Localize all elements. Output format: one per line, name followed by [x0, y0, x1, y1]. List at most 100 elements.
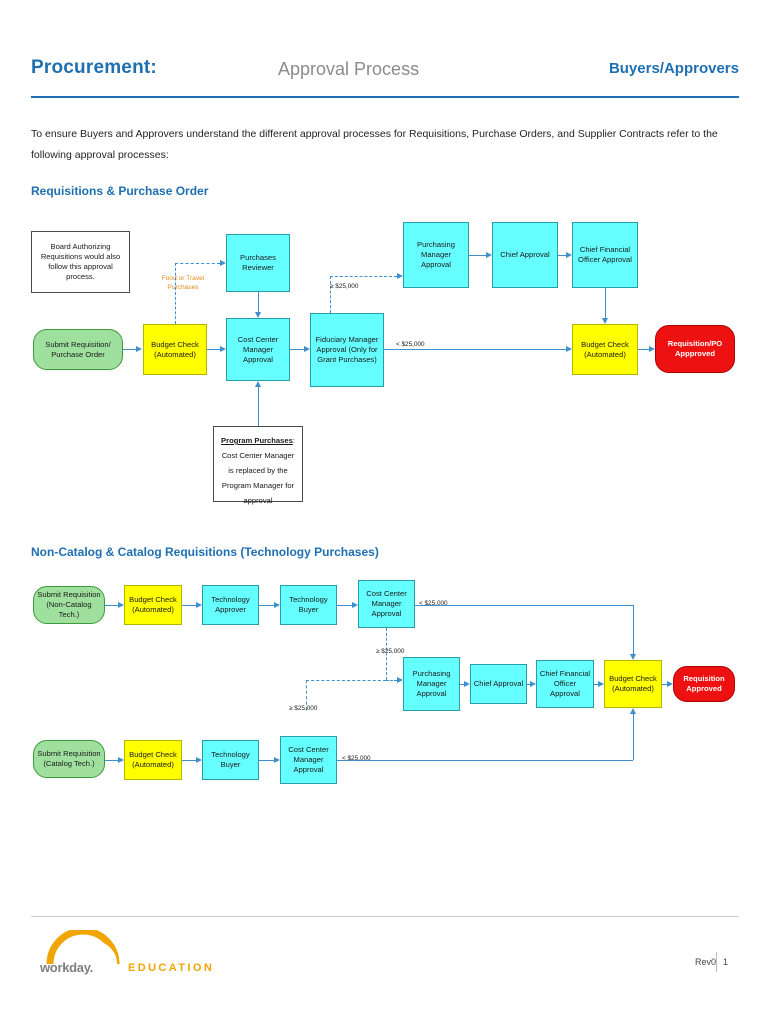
page-number-divider: [716, 952, 717, 972]
arrow-pm-to-chief-2: [464, 680, 470, 687]
connector-cfo-to-budget2: [605, 288, 606, 318]
arrow-cfo-to-final: [598, 680, 604, 687]
connector-techapprover-to-techbuyer: [259, 605, 274, 606]
connector-reviewer-to-ccm: [258, 292, 259, 312]
connector-final-to-approved: [662, 684, 667, 685]
arrow-submit-to-budget1: [136, 345, 142, 352]
node-technology-buyer-1[interactable]: Technology Buyer: [280, 585, 337, 625]
node-submit-requisition-po[interactable]: Submit Requisition/ Purchase Order: [33, 329, 123, 370]
connector-chief-to-cfo: [558, 255, 566, 256]
arrow-budgetc-to-techbuyer2: [196, 756, 202, 763]
arrow-techbuyer2-to-ccm2: [274, 756, 280, 763]
arrow-program-note-to-ccm: [254, 381, 261, 387]
node-budget-check-final[interactable]: Budget Check (Automated): [604, 660, 662, 708]
node-purchasing-manager-approval[interactable]: Purchasing Manager Approval: [403, 222, 469, 288]
arrow-budgetn-to-techapprover: [196, 601, 202, 608]
node-technology-approver[interactable]: Technology Approver: [202, 585, 259, 625]
node-purchases-reviewer[interactable]: Purchases Reviewer: [226, 234, 290, 292]
node-cost-center-manager-1[interactable]: Cost Center Manager Approval: [358, 580, 415, 628]
node-chief-approval-2[interactable]: Chief Approval: [470, 664, 527, 704]
header-left-title: Procurement:: [31, 57, 157, 78]
connector-ccm2-right: [337, 760, 633, 761]
node-budget-check-noncatalog[interactable]: Budget Check (Automated): [124, 585, 182, 625]
connector-ccm2-up-to-final: [633, 714, 634, 760]
revision-label: Rev0: [695, 957, 717, 967]
connector-up-to-purchasing-dashed: [330, 276, 331, 313]
label-food-or-travel: Food or Travel Purchases: [161, 275, 205, 291]
note-program-purchases-title: Program Purchases: [221, 436, 293, 445]
section-title-technology: Non-Catalog & Catalog Requisitions (Tech…: [31, 545, 379, 559]
arrow-ccm1-to-final: [629, 654, 636, 660]
connector-budget1-to-ccm: [207, 349, 220, 350]
node-requisition-approved[interactable]: Requisition Approved: [673, 666, 735, 702]
arrow-budget2-to-approved: [649, 345, 655, 352]
page-number: 1: [723, 957, 729, 967]
connector-ccm1-right: [415, 605, 633, 606]
node-technology-buyer-2[interactable]: Technology Buyer: [202, 740, 259, 780]
node-budget-check-1[interactable]: Budget Check (Automated): [143, 324, 207, 375]
arrow-cfo-to-budget2: [601, 318, 608, 324]
education-wordmark: EDUCATION: [128, 962, 215, 974]
arrow-ccm2-to-final: [629, 708, 636, 714]
connector-chief-to-cfo-2: [527, 684, 530, 685]
connector-to-purchasing-manager-dashed: [330, 276, 397, 277]
node-chief-financial-officer-approval-2[interactable]: Chief Financial Officer Approval: [536, 660, 594, 708]
note-program-purchases: Program Purchases: Cost Center Manager i…: [213, 426, 303, 505]
connector-to-purchases-reviewer-dashed: [175, 263, 220, 264]
label-lt-25000-bottom: < $25,000: [342, 755, 371, 762]
arrow-pm-to-chief: [486, 251, 492, 258]
connector-ccm-to-fiduciary: [290, 349, 304, 350]
arrow-chief-to-cfo-2: [530, 680, 536, 687]
connector-pm-to-chief-2: [460, 684, 464, 685]
connector-submitc-to-budgetc: [105, 760, 118, 761]
connector-program-note-to-ccm: [258, 387, 259, 426]
connector-mid-dashed-vertical: [306, 680, 307, 710]
page-header: Procurement: Approval Process Buyers/App…: [31, 57, 739, 99]
node-cost-center-manager-2[interactable]: Cost Center Manager Approval: [280, 736, 337, 784]
arrow-to-purchases-reviewer: [220, 259, 226, 266]
node-submit-requisition-catalog[interactable]: Submit Requisition (Catalog Tech.): [33, 740, 105, 778]
connector-budgetn-to-techapprover: [182, 605, 196, 606]
connector-cfo-to-final: [594, 684, 598, 685]
node-chief-financial-officer-approval[interactable]: Chief Financial Officer Approval: [572, 222, 638, 288]
connector-fiduciary-to-budget2: [384, 349, 566, 350]
workday-wordmark: workday.: [40, 960, 93, 975]
node-purchasing-manager-approval-2[interactable]: Purchasing Manager Approval: [403, 657, 460, 711]
section-title-requisitions: Requisitions & Purchase Order: [31, 184, 209, 198]
connector-techbuyer2-to-ccm2: [259, 760, 274, 761]
connector-ccm1-down-dashed: [386, 628, 387, 680]
arrow-reviewer-to-ccm: [254, 312, 261, 318]
workday-arc-logo: [46, 930, 120, 965]
node-requisition-po-approved[interactable]: Requisition/PO Appproved: [655, 325, 735, 373]
intro-paragraph: To ensure Buyers and Approvers understan…: [31, 128, 718, 161]
label-ge-25000-low: ≥ $25,000: [289, 705, 318, 712]
node-fiduciary-manager-approval[interactable]: Fiduciary Manager Approval (Only for Gra…: [310, 313, 384, 387]
node-submit-requisition-noncatalog[interactable]: Submit Requisition (Non-Catalog Tech.): [33, 586, 105, 624]
header-right-title: Buyers/Approvers: [608, 60, 739, 77]
header-divider: [31, 96, 739, 98]
label-lt-25000-top: < $25,000: [419, 600, 448, 607]
label-ge-25000-top: ≥ $25,000: [376, 648, 405, 655]
arrow-chief-to-cfo: [566, 251, 572, 258]
connector-budget1-up-dashed: [175, 263, 176, 324]
node-budget-check-catalog[interactable]: Budget Check (Automated): [124, 740, 182, 780]
connector-budgetc-to-techbuyer2: [182, 760, 196, 761]
header-center-title: Approval Process: [278, 59, 420, 79]
connector-ccm1-down-to-final: [633, 605, 634, 654]
connector-budget2-to-approved: [638, 349, 649, 350]
arrow-budget1-to-ccm: [220, 345, 226, 352]
node-cost-center-manager-approval[interactable]: Cost Center Manager Approval: [226, 318, 290, 381]
connector-ccm1-to-pm-dashed: [386, 680, 397, 681]
connector-techbuyer-to-ccm1: [337, 605, 352, 606]
arrow-fiduciary-to-budget2: [566, 345, 572, 352]
node-chief-approval[interactable]: Chief Approval: [492, 222, 558, 288]
note-program-purchases-body: : Cost Center Manager is replaced by the…: [221, 436, 295, 505]
note-board-authorizing: Board Authorizing Requisitions would als…: [31, 231, 130, 293]
arrow-final-to-approved: [667, 680, 673, 687]
connector-submit-to-budget1: [123, 349, 136, 350]
connector-mid-dashed-horizontal: [306, 680, 386, 681]
arrow-ccm-to-fiduciary: [304, 345, 310, 352]
node-budget-check-2[interactable]: Budget Check (Automated): [572, 324, 638, 375]
arrow-to-purchasing-manager: [397, 272, 403, 279]
